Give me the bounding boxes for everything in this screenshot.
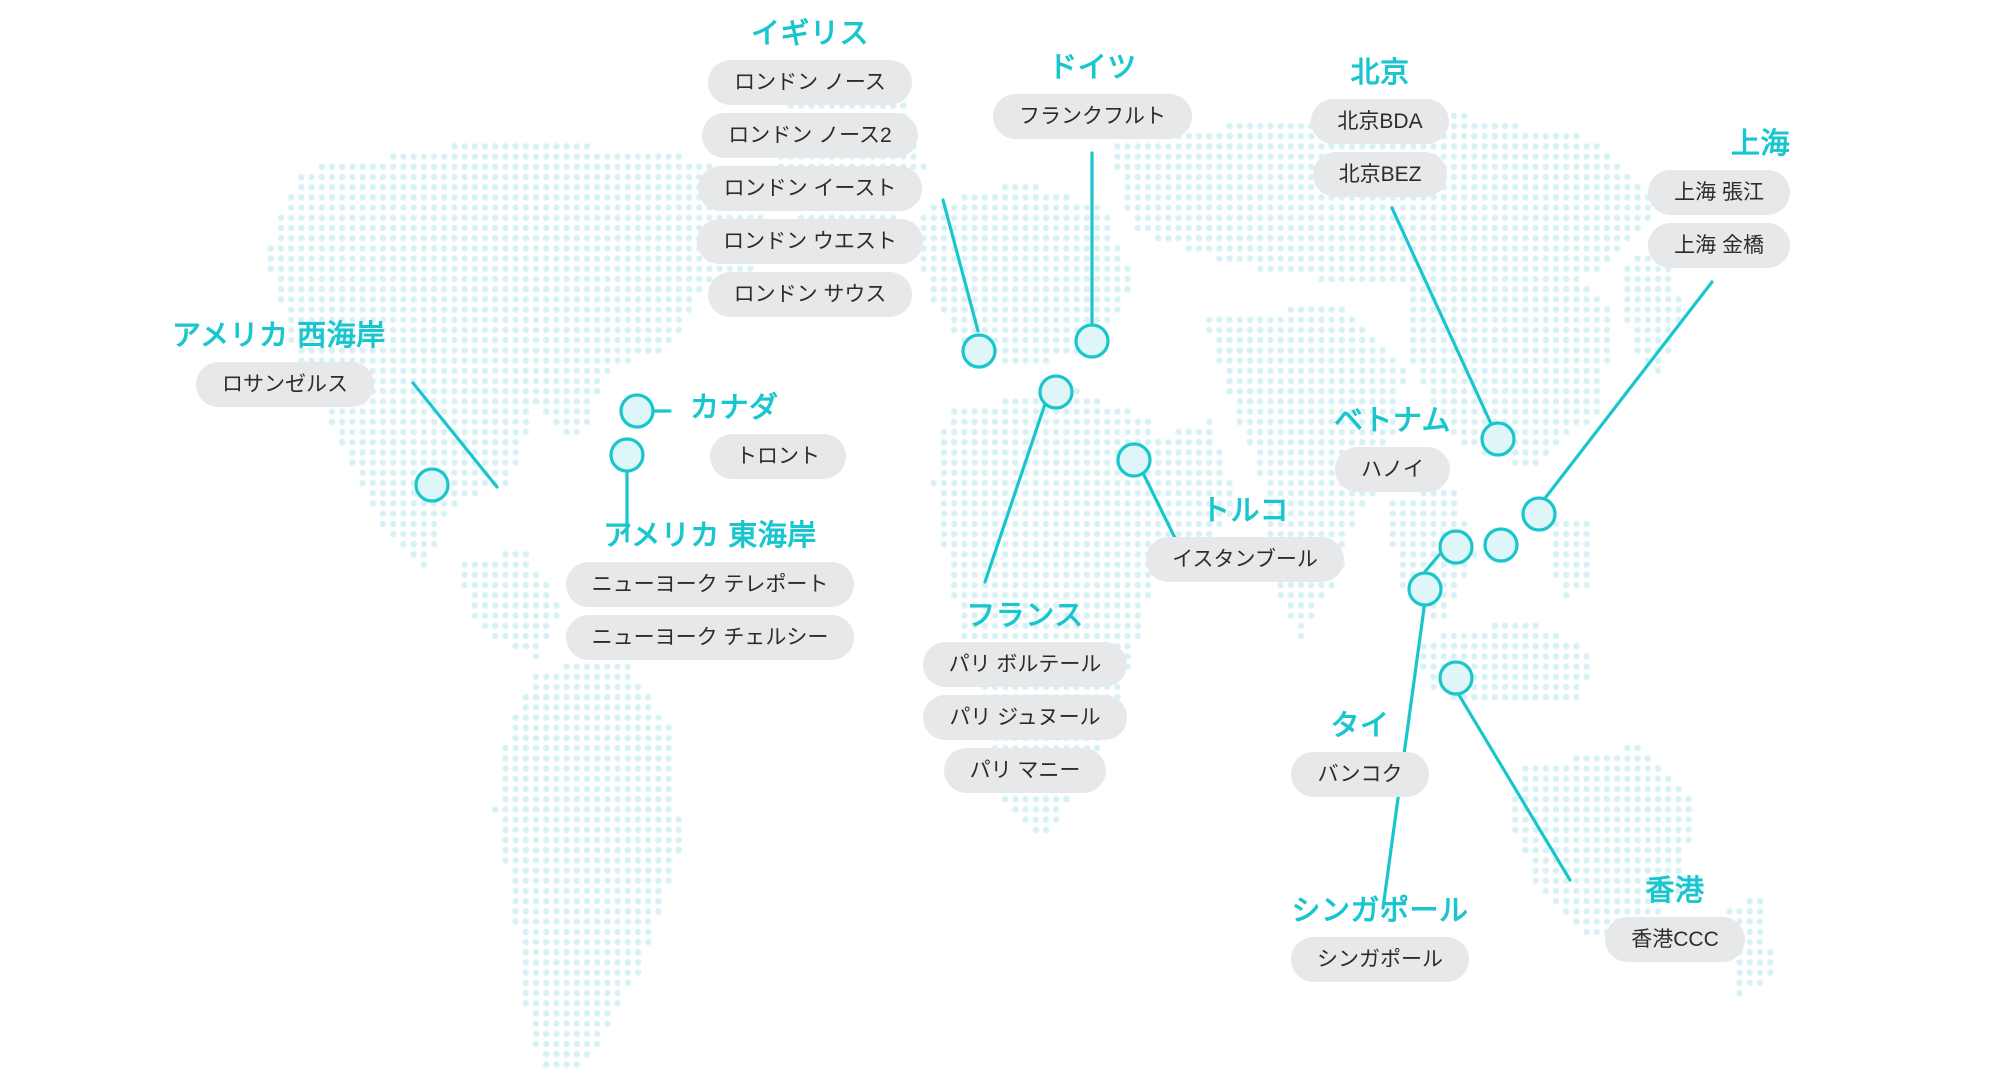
region-chips-uk: ロンドン ノース ロンドン ノース2 ロンドン イースト ロンドン ウエスト ロ…	[697, 60, 923, 318]
location-chip[interactable]: パリ ボルテール	[922, 642, 1128, 688]
region-title-thailand: タイ	[1330, 710, 1390, 742]
region-title-turkey: トルコ	[1201, 495, 1289, 527]
region-chips-france: パリ ボルテール パリ ジュヌール パリ マニー	[922, 642, 1128, 794]
region-group-us-east: アメリカ 東海岸 ニューヨーク テレポート ニューヨーク チェルシー	[545, 520, 875, 661]
region-chips-us-west: ロサンゼルス	[172, 362, 374, 408]
location-chip[interactable]: ロンドン イースト	[697, 166, 923, 212]
region-title-france: フランス	[966, 600, 1084, 632]
region-title-singapore: シンガポール	[1291, 895, 1469, 927]
region-group-uk: イギリス ロンドン ノース ロンドン ノース2 ロンドン イースト ロンドン ウ…	[650, 18, 970, 318]
region-group-turkey: トルコ イスタンブール	[1100, 495, 1390, 583]
region-title-uk: イギリス	[750, 18, 869, 50]
location-chip[interactable]: ハノイ	[1335, 447, 1450, 493]
region-chips-germany: フランクフルト	[993, 94, 1192, 140]
location-chip[interactable]: トロント	[710, 434, 846, 480]
location-chip[interactable]: バンコク	[1291, 752, 1429, 798]
region-chips-canada: トロント	[690, 434, 846, 480]
region-chips-shanghai: 上海 張江 上海 金橋	[1648, 170, 1790, 269]
region-title-us-east: アメリカ 東海岸	[603, 520, 817, 552]
region-group-vietnam: ベトナム ハノイ	[1245, 405, 1540, 493]
location-chip[interactable]: 北京BEZ	[1312, 152, 1448, 198]
region-group-us-west: アメリカ 西海岸 ロサンゼルス	[172, 320, 502, 408]
region-title-hongkong: 香港	[1645, 875, 1705, 907]
region-title-beijing: 北京	[1350, 57, 1410, 89]
location-chip[interactable]: 上海 金橋	[1648, 223, 1790, 269]
location-chip[interactable]: パリ ジュヌール	[923, 695, 1127, 741]
location-chip[interactable]: ロンドン ノース	[708, 60, 912, 106]
location-chip[interactable]: ロンドン サウス	[707, 272, 913, 318]
location-chip[interactable]: ニューヨーク テレポート	[565, 562, 855, 608]
location-chip[interactable]: ロサンゼルス	[196, 362, 374, 408]
region-chips-us-east: ニューヨーク テレポート ニューヨーク チェルシー	[565, 562, 855, 661]
region-group-canada: カナダ トロント	[690, 392, 970, 480]
region-chips-vietnam: ハノイ	[1335, 447, 1450, 493]
location-chip[interactable]: 北京BDA	[1311, 99, 1449, 145]
region-title-shanghai: 上海	[1730, 128, 1790, 160]
region-title-us-west: アメリカ 西海岸	[172, 320, 386, 352]
region-title-germany: ドイツ	[1048, 52, 1137, 84]
location-chip[interactable]: ニューヨーク チェルシー	[565, 615, 855, 661]
location-chip[interactable]: 香港CCC	[1605, 917, 1745, 963]
region-group-beijing: 北京 北京BDA 北京BEZ	[1215, 57, 1545, 198]
region-title-vietnam: ベトナム	[1333, 405, 1452, 437]
region-group-hongkong: 香港 香港CCC	[1540, 875, 1810, 963]
location-chip[interactable]: フランクフルト	[993, 94, 1192, 140]
location-chip[interactable]: 上海 張江	[1648, 170, 1790, 216]
region-group-france: フランス パリ ボルテール パリ ジュヌール パリ マニー	[890, 600, 1160, 794]
location-chip[interactable]: パリ マニー	[943, 748, 1107, 794]
region-chips-singapore: シンガポール	[1291, 937, 1469, 983]
region-group-shanghai: 上海 上海 張江 上海 金橋	[1485, 128, 1790, 269]
region-group-thailand: タイ バンコク	[1210, 710, 1510, 798]
region-chips-beijing: 北京BDA 北京BEZ	[1311, 99, 1449, 198]
region-chips-hongkong: 香港CCC	[1605, 917, 1745, 963]
region-title-canada: カナダ	[690, 392, 779, 424]
region-group-singapore: シンガポール シンガポール	[1230, 895, 1530, 983]
region-chips-thailand: バンコク	[1291, 752, 1429, 798]
location-chip[interactable]: ロンドン ウエスト	[697, 219, 923, 265]
region-group-germany: ドイツ フランクフルト	[930, 52, 1255, 140]
location-chip[interactable]: ロンドン ノース2	[702, 113, 918, 159]
region-chips-turkey: イスタンブール	[1146, 537, 1344, 583]
location-chip[interactable]: シンガポール	[1291, 937, 1469, 983]
location-chip[interactable]: イスタンブール	[1146, 537, 1344, 583]
